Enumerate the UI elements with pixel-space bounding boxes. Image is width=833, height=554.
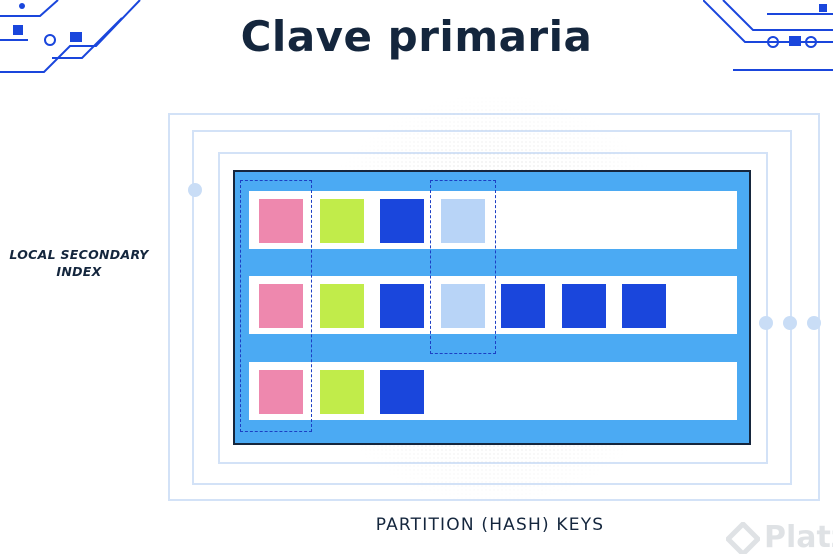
table-cell-blue	[561, 284, 606, 328]
partition-keys-label: PARTITION (HASH) KEYS	[375, 515, 605, 535]
local-secondary-index-label-line: LOCAL SECONDARY	[9, 247, 149, 262]
table-row	[249, 191, 737, 249]
local-secondary-index-label-line: INDEX	[56, 264, 102, 279]
connector-dot-left	[188, 183, 202, 197]
connector-dot-right-2	[783, 316, 797, 330]
table-cell-blue	[380, 284, 424, 328]
table-cell-green	[319, 199, 364, 243]
circuit-decoration-right	[703, 0, 833, 71]
table-cell-blue	[622, 284, 666, 328]
table-cell-pink	[259, 370, 303, 414]
table-cell-pink	[259, 199, 303, 243]
table-cell-green	[319, 370, 364, 414]
platzi-logo-icon	[726, 522, 760, 554]
table-row	[249, 276, 737, 334]
table-cell-green	[319, 284, 364, 328]
table-row	[249, 362, 737, 420]
table-cell-pink	[259, 284, 303, 328]
table-cell-blue	[380, 199, 424, 243]
table-cell-light-blue	[440, 199, 485, 243]
circuit-decoration-left	[0, 0, 141, 73]
table	[233, 170, 751, 445]
connector-dot-right-3	[807, 316, 821, 330]
local-secondary-index-label: LOCAL SECONDARY INDEX	[4, 246, 154, 280]
table-cell-light-blue	[440, 284, 485, 328]
platzi-watermark: Platzi	[724, 520, 833, 554]
table-cell-blue	[501, 284, 545, 328]
local-secondary-index-outline	[240, 180, 312, 432]
table-cell-blue	[380, 370, 424, 414]
connector-dot-right-1	[759, 316, 773, 330]
diagram-title: Clave primaria	[240, 12, 593, 61]
watermark-text: Platzi	[764, 520, 833, 554]
partition-key-outline	[430, 180, 496, 354]
